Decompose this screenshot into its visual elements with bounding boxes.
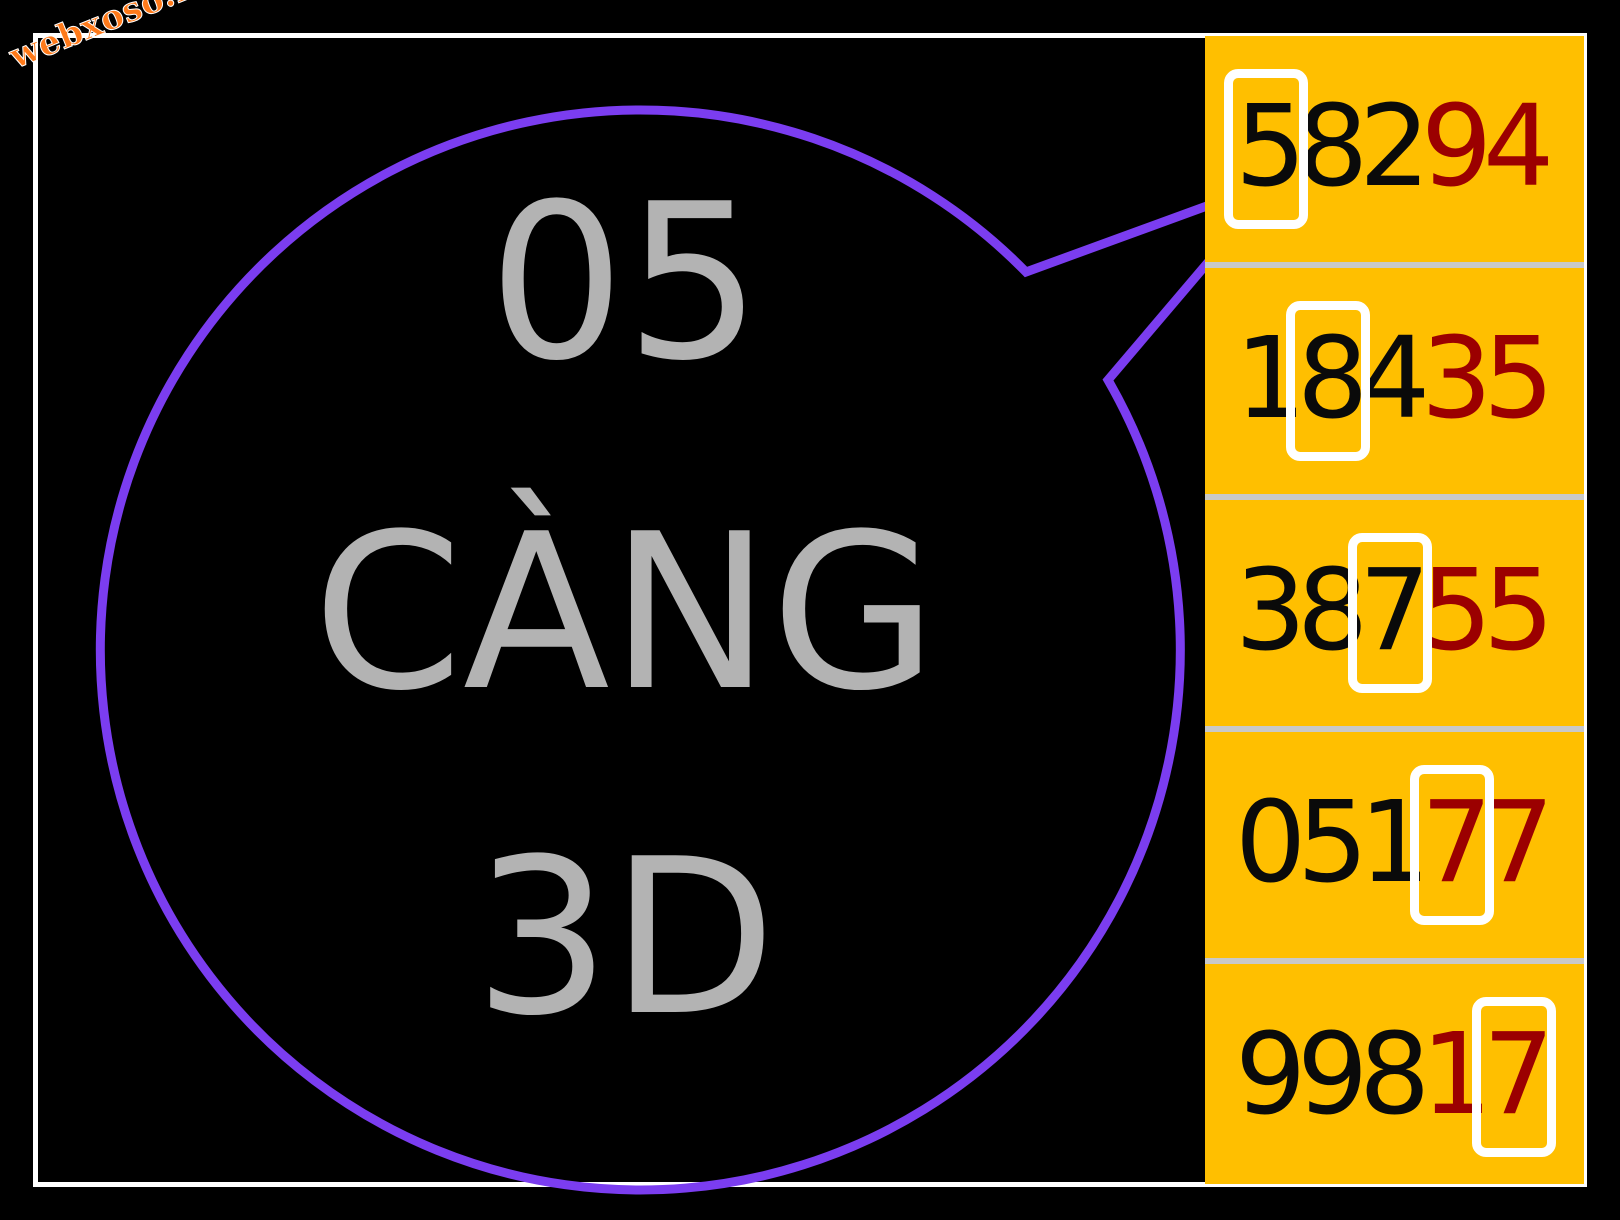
- digit: 7: [1421, 777, 1492, 908]
- row-divider: [1205, 262, 1584, 268]
- digit: 9: [1235, 1009, 1306, 1140]
- digit-highlight-box: [1224, 69, 1308, 229]
- row-divider: [1205, 494, 1584, 500]
- number-row: 99817: [1205, 964, 1584, 1190]
- digit: 4: [1483, 81, 1554, 212]
- bubble-line-2: CÀNG: [312, 487, 938, 738]
- speech-bubble-outline: [95, 105, 1293, 1195]
- digit: 9: [1421, 81, 1492, 212]
- number-row: 58294: [1205, 36, 1584, 262]
- digit: 4: [1359, 313, 1430, 444]
- digit: 9: [1297, 1009, 1368, 1140]
- number-row: 18435: [1205, 268, 1584, 494]
- digit: 8: [1297, 313, 1368, 444]
- outer-frame: [33, 33, 1587, 1187]
- row-number: 38755: [1235, 545, 1554, 676]
- digit: 5: [1235, 81, 1306, 212]
- digit: 5: [1297, 777, 1368, 908]
- digit: 8: [1359, 1009, 1430, 1140]
- digit: 7: [1483, 777, 1554, 908]
- number-row: 38755: [1205, 500, 1584, 726]
- digit: 5: [1421, 545, 1492, 676]
- bubble-line-1: 05: [488, 157, 762, 408]
- digit: 2: [1359, 81, 1430, 212]
- row-divider: [1205, 726, 1584, 732]
- row-number: 18435: [1235, 313, 1554, 444]
- digit-highlight-box: [1286, 301, 1370, 461]
- digit: 3: [1235, 545, 1306, 676]
- digit-highlight-box: [1472, 997, 1556, 1157]
- bubble-line-3: 3D: [473, 812, 777, 1063]
- digit: 5: [1483, 313, 1554, 444]
- row-divider: [1205, 958, 1584, 964]
- row-number: 99817: [1235, 1009, 1554, 1140]
- number-row: 05177: [1205, 732, 1584, 958]
- digit: 3: [1421, 313, 1492, 444]
- digit: 7: [1359, 545, 1430, 676]
- digit: 0: [1235, 777, 1306, 908]
- digit-highlight-box: [1410, 765, 1494, 925]
- row-number: 58294: [1235, 81, 1554, 212]
- row-number: 05177: [1235, 777, 1554, 908]
- digit: 7: [1483, 1009, 1554, 1140]
- digit: 5: [1483, 545, 1554, 676]
- digit-highlight-box: [1348, 533, 1432, 693]
- digit: 8: [1297, 81, 1368, 212]
